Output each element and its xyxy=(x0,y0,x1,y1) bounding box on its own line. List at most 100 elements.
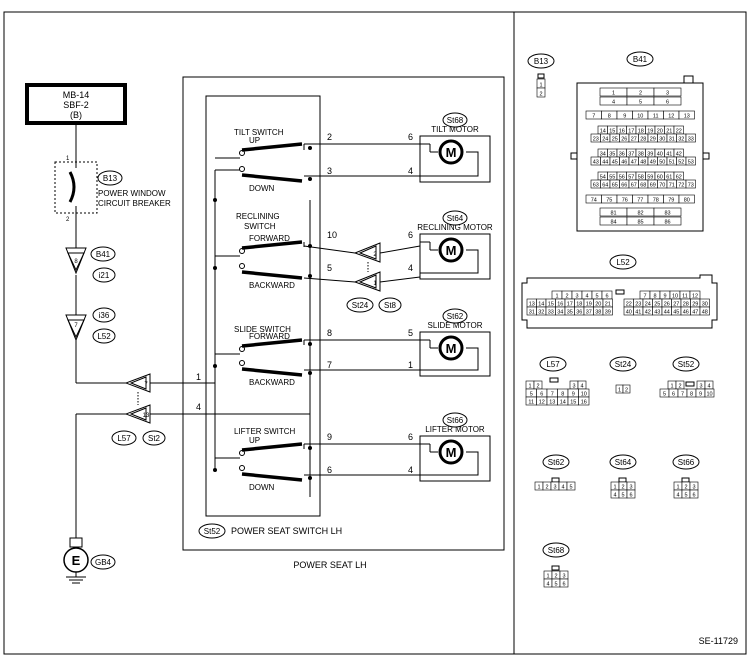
switch-node xyxy=(308,476,312,480)
bus-node xyxy=(213,198,217,202)
pin-number: 66 xyxy=(621,183,627,189)
pin-number: 77 xyxy=(637,198,643,204)
motor-wire xyxy=(303,245,356,254)
switch-pin-label: 5 xyxy=(327,263,332,273)
breaker-name-1: POWER WINDOW xyxy=(98,189,166,198)
pin-number: 16 xyxy=(581,400,587,406)
pin-number: 13 xyxy=(684,114,690,120)
pin-number: 14 xyxy=(560,400,566,406)
pin-number: 9 xyxy=(572,392,575,398)
pin-number: 26 xyxy=(664,302,670,308)
connector-ref: St52 xyxy=(678,360,695,369)
pin-number: 18 xyxy=(638,129,644,135)
pin-number: 11 xyxy=(682,294,688,300)
connector-ref-oval xyxy=(672,356,700,372)
motor-pin-label: 4 xyxy=(408,263,413,273)
pin-number: 34 xyxy=(557,310,563,316)
switch-position-label: UP xyxy=(249,136,260,145)
connector-ref-oval xyxy=(609,454,637,470)
pin-cell xyxy=(602,306,613,316)
pin-number: 19 xyxy=(586,302,592,308)
pin-number: 27 xyxy=(631,137,637,143)
b41-ref: B41 xyxy=(96,250,111,259)
pin-number: 8 xyxy=(608,114,611,120)
pin-number: 24 xyxy=(645,302,651,308)
switch-position-label: DOWN xyxy=(249,483,275,492)
st24-pin-1: 1 xyxy=(373,281,377,287)
pin-number: 1 xyxy=(546,574,549,580)
pin-cell xyxy=(626,489,636,499)
pin-number: 30 xyxy=(659,137,665,143)
motor-name: LIFTER MOTOR xyxy=(425,425,485,434)
pin-number: 4 xyxy=(585,294,588,300)
l57-pin-7: 7 xyxy=(144,382,148,388)
motor-lead xyxy=(420,347,479,371)
fuse-label-2: SBF-2 xyxy=(63,100,89,110)
pin-number: 33 xyxy=(688,137,694,143)
switch-position-label: BACKWARD xyxy=(249,378,295,387)
b41-pin: 8 xyxy=(74,259,78,265)
switch-blade xyxy=(241,173,303,183)
pin-number: 2 xyxy=(539,92,542,98)
pin-number: 5 xyxy=(621,493,624,499)
pin-number: 39 xyxy=(605,310,611,316)
pin-number: 32 xyxy=(538,310,544,316)
pin-number: 6 xyxy=(540,392,543,398)
wire-label-1: 1 xyxy=(196,372,201,382)
pin-cell xyxy=(685,179,696,189)
pin-number: 10 xyxy=(672,294,678,300)
pin-number: 7 xyxy=(592,114,595,120)
pin-number: 3 xyxy=(572,384,575,390)
pin-number: 10 xyxy=(637,114,643,120)
switch-node xyxy=(308,446,312,450)
motor-lead xyxy=(420,249,479,274)
pin-number: 2 xyxy=(565,294,568,300)
pin-number: 81 xyxy=(610,211,616,217)
pin-number: 17 xyxy=(628,129,634,135)
pin-number: 4 xyxy=(561,485,564,491)
pin-number: 53 xyxy=(688,160,694,166)
pin-cell xyxy=(653,207,682,217)
connector-st24: 2 1 St24 St8 xyxy=(346,242,402,313)
i36-ref: i36 xyxy=(99,311,110,320)
pin-number: 50 xyxy=(659,160,665,166)
switch-contact xyxy=(239,166,245,172)
pin-number: 59 xyxy=(647,175,653,181)
pin-number: 3 xyxy=(629,485,632,491)
pin-number: 46 xyxy=(683,310,689,316)
pin-number: 5 xyxy=(530,392,533,398)
connector-ref-oval xyxy=(626,51,654,67)
pin-number: 1 xyxy=(618,388,621,394)
pin-number: 5 xyxy=(639,100,642,106)
motor-ref-oval xyxy=(442,112,468,128)
pin-number: 48 xyxy=(702,310,708,316)
st24-ref: St24 xyxy=(352,301,369,310)
switch-name: LIFTER SWITCH xyxy=(234,427,296,436)
pin-number: 51 xyxy=(669,160,675,166)
pin-number: 8 xyxy=(690,392,693,398)
pin-number: 35 xyxy=(567,310,573,316)
pin-number: 82 xyxy=(637,211,643,217)
pin-number: 6 xyxy=(672,392,675,398)
pin-number: 78 xyxy=(653,198,659,204)
switch-node xyxy=(308,146,312,150)
pin-number: 43 xyxy=(654,310,660,316)
motor-pin-label: 4 xyxy=(408,465,413,475)
motor-name: RECLINING MOTOR xyxy=(417,223,493,232)
motor-ref-oval xyxy=(442,412,468,428)
pin-number: 5 xyxy=(554,582,557,588)
pin-number: 21 xyxy=(605,302,611,308)
switch-blade xyxy=(241,270,303,280)
pin-number: 20 xyxy=(657,129,663,135)
switch-pin-label: 7 xyxy=(327,360,332,370)
motor-pin-label: 6 xyxy=(408,432,413,442)
pin-number: 54 xyxy=(600,175,606,181)
pin-number: 23 xyxy=(593,137,599,143)
pin-number: 44 xyxy=(664,310,670,316)
switch-position-label: UP xyxy=(249,436,260,445)
